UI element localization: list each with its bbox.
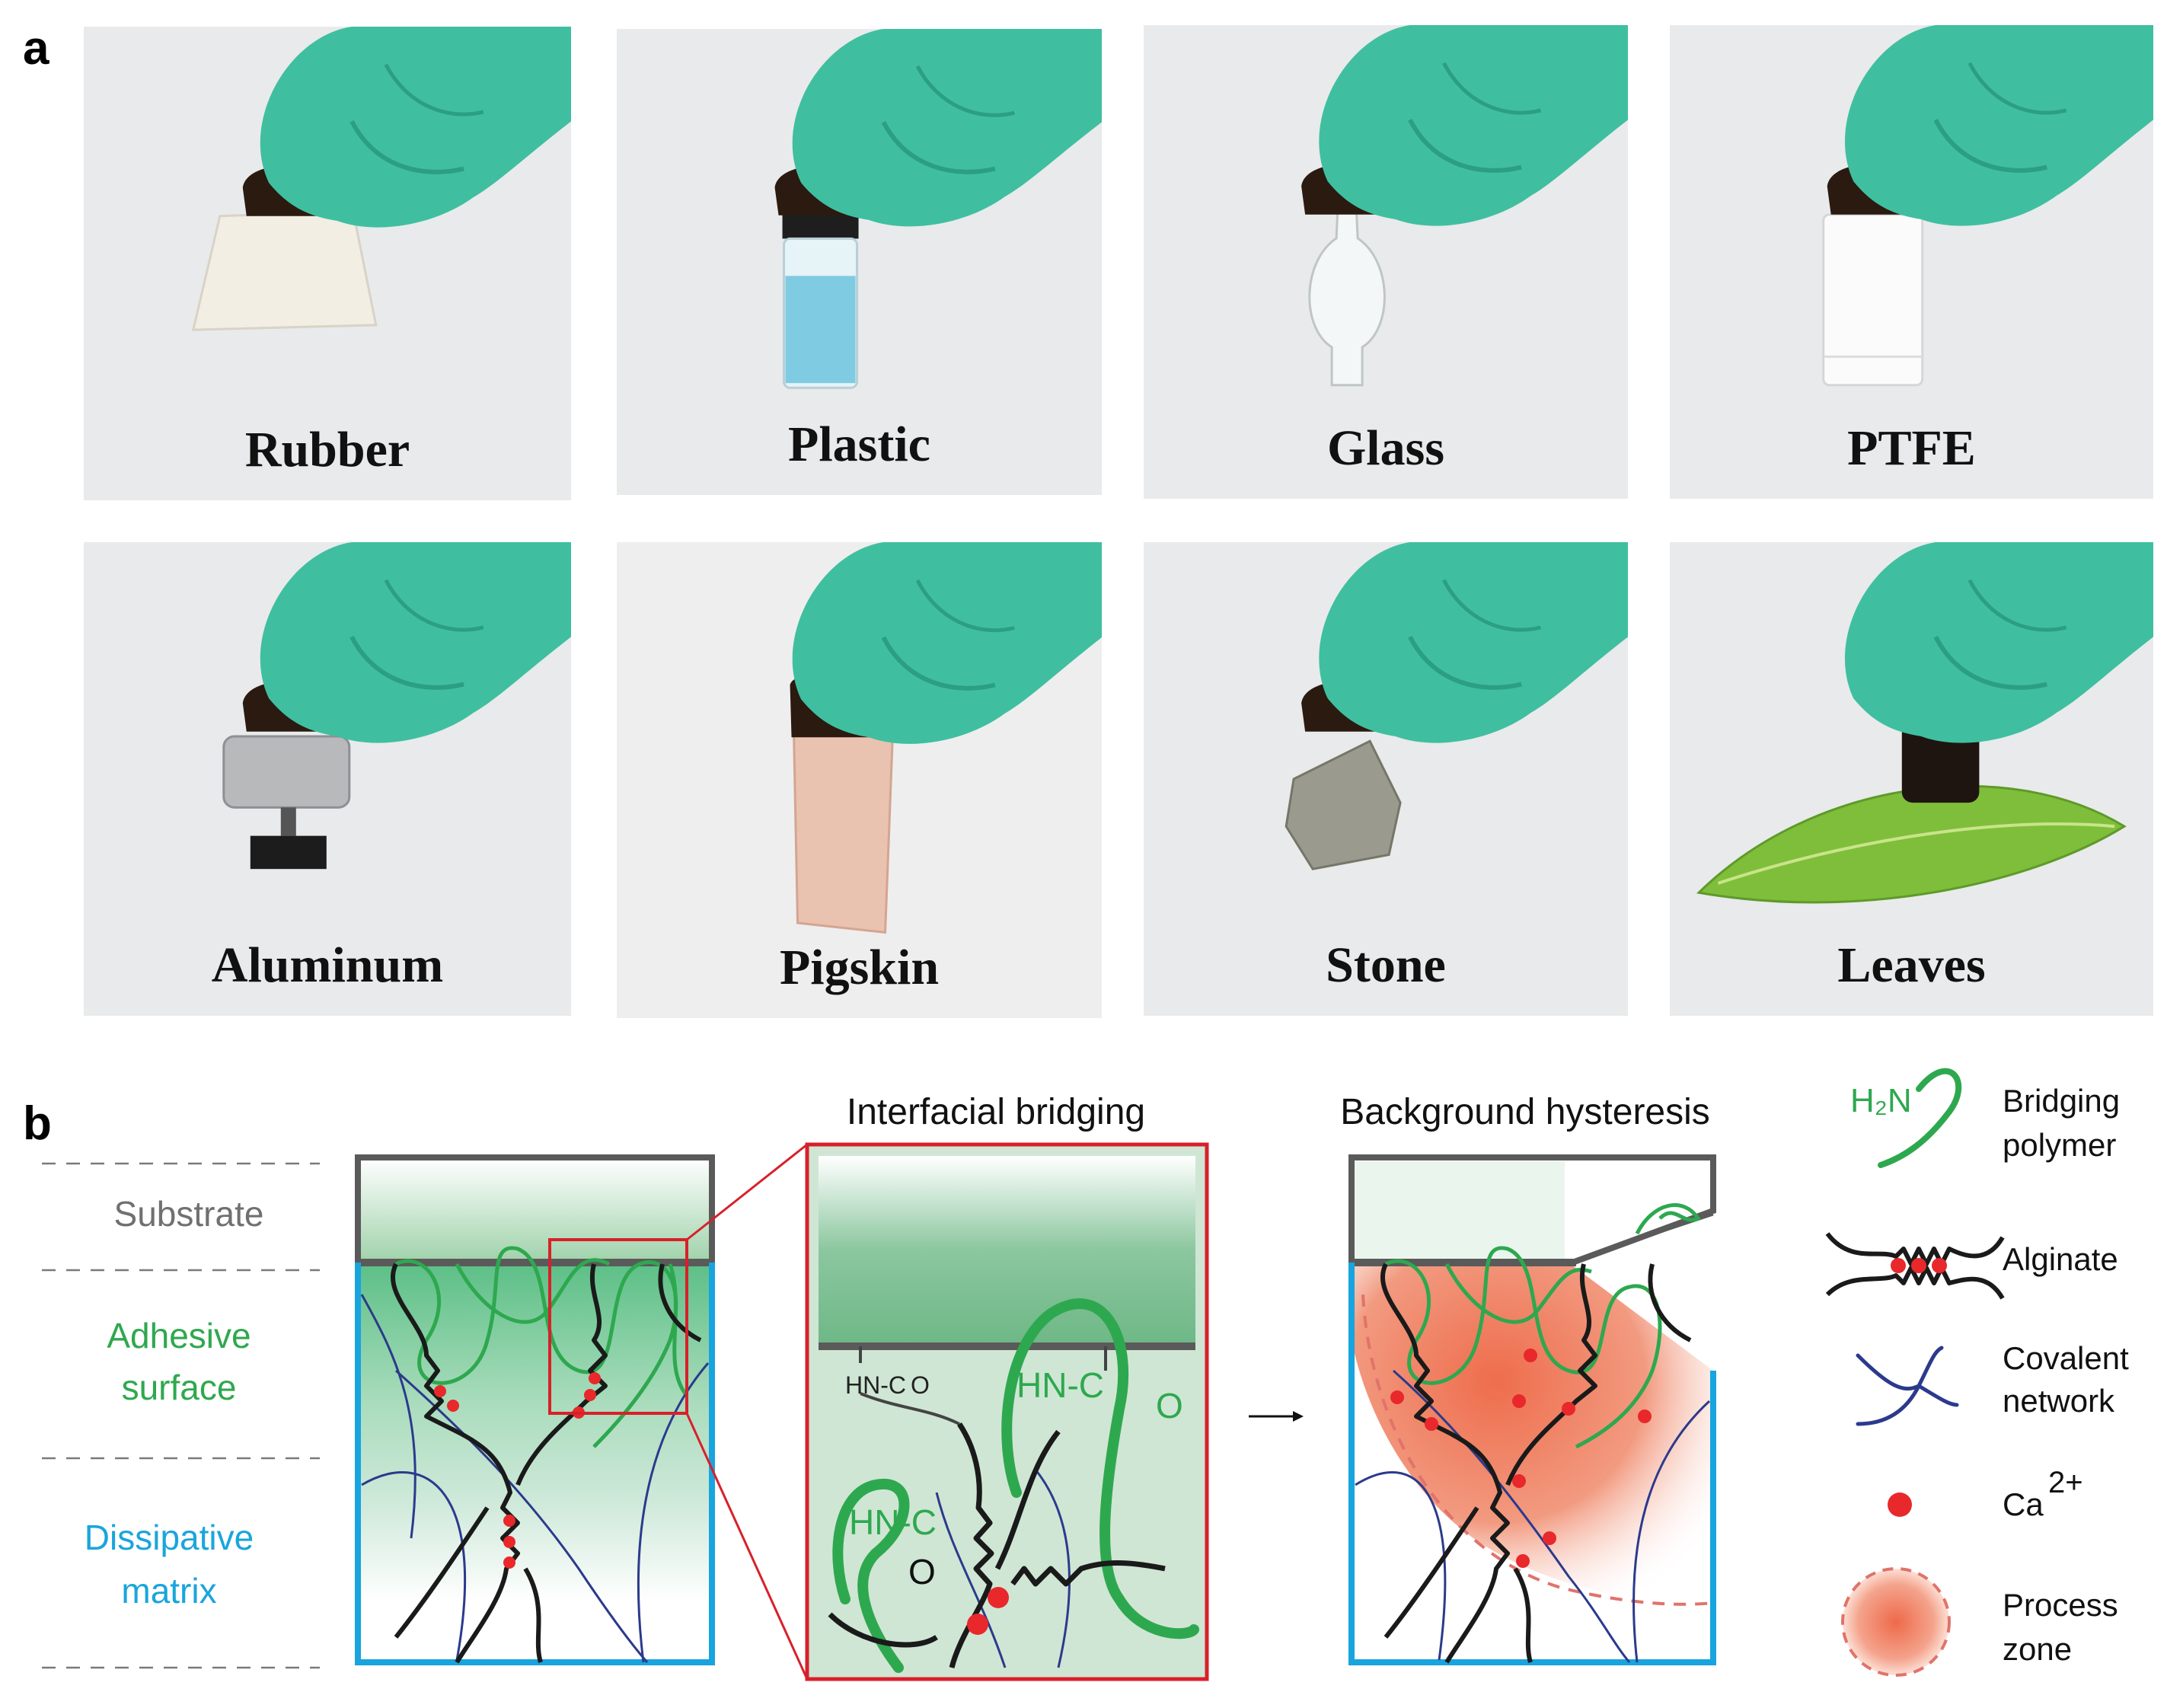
- zoom-covalent-network: [935, 1469, 1071, 1668]
- zoom-selector: [548, 1238, 688, 1415]
- interface-box: [355, 1154, 715, 1665]
- legend-covalent-network: Covalent network: [1856, 1340, 2129, 1426]
- photo-caption: Stone: [1326, 937, 1446, 993]
- adhesive-label-line1: Adhesive: [107, 1316, 251, 1355]
- dissipative-label-line1: Dissipative: [85, 1518, 254, 1557]
- zoom-substrate: [819, 1156, 1195, 1342]
- zoom-surface-chains: [859, 1346, 1107, 1425]
- panel-b-label: b: [23, 1097, 52, 1150]
- glass-flask-illustration: [1301, 25, 1628, 387]
- zoom-alginate-chains: [828, 1422, 1166, 1668]
- photo-ptfe: PTFE: [1670, 25, 2153, 499]
- legend-process-zone: Process zone: [1841, 1567, 2118, 1677]
- photo-glass: Glass: [1144, 25, 1628, 499]
- zoom-connectors: [685, 1143, 809, 1680]
- alginate-chains: [390, 1263, 702, 1664]
- substrate-block: [358, 1157, 712, 1263]
- bridging-polymer-strands: [394, 1246, 688, 1448]
- legend-calcium: Ca 2+: [1888, 1466, 2083, 1522]
- photo-stone: Stone: [1144, 542, 1628, 1016]
- hysteresis-substrate-fill: [1352, 1161, 1565, 1263]
- photo-leaves: Leaves: [1670, 542, 2153, 1016]
- legend-covalent-label-2: network: [2003, 1383, 2115, 1419]
- panel-a-label: a: [23, 22, 49, 75]
- mechanism-diagram: Substrate Adhesive surface Dissipative m…: [42, 1068, 2129, 1681]
- legend-process-label-2: zone: [2003, 1631, 2072, 1667]
- legend-bridging-polymer: H₂N Bridging polymer: [1850, 1068, 2120, 1168]
- ptfe-cylinder-illustration: [1822, 25, 2153, 387]
- dissipative-label-line2: matrix: [121, 1571, 216, 1611]
- hysteresis-box: [1348, 1154, 1716, 1665]
- layer-separators: [42, 1162, 320, 1669]
- zoom-amide-2-o: O: [1156, 1386, 1183, 1425]
- legend-calcium-sup: 2+: [2048, 1466, 2083, 1499]
- plastic-vial-illustration: [774, 29, 1102, 389]
- legend-bridging-label-1: Bridging: [2003, 1083, 2120, 1119]
- substrate-frame: [355, 1154, 715, 1263]
- photo-caption: Pigskin: [779, 940, 940, 995]
- rubber-stopper-illustration: [191, 27, 571, 331]
- legend-process-label-1: Process: [2003, 1587, 2118, 1623]
- zoom-amide-3-o: O: [908, 1552, 936, 1591]
- pigskin-piece-illustration: [790, 542, 1102, 934]
- hysteresis-title: Background hysteresis: [1340, 1092, 1710, 1132]
- adhesive-label-line2: surface: [122, 1368, 237, 1407]
- photo-caption: Glass: [1326, 420, 1445, 476]
- transition-arrow: [1249, 1411, 1304, 1422]
- zoom-amide-2: HN-C: [1016, 1365, 1104, 1405]
- process-zone: [1352, 1263, 1713, 1604]
- matrix-frame: [355, 1263, 715, 1665]
- calcium-ions: [434, 1372, 601, 1569]
- substrate-label: Substrate: [114, 1194, 264, 1234]
- leaf-illustration: [1696, 542, 2153, 904]
- zoom-amide-3: HN-C: [849, 1502, 937, 1542]
- photo-aluminum: Aluminum: [84, 542, 571, 1016]
- photo-caption: Leaves: [1837, 937, 1986, 993]
- legend: H₂N Bridging polymer Alginate Covalent n…: [1825, 1068, 2129, 1677]
- photo-caption: PTFE: [1847, 420, 1976, 476]
- zoom-calcium-ions: [967, 1587, 1009, 1635]
- legend-covalent-label-1: Covalent: [2003, 1340, 2129, 1376]
- legend-bridging-label-2: polymer: [2003, 1127, 2116, 1163]
- photo-caption: Plastic: [788, 417, 930, 472]
- photo-caption: Aluminum: [211, 937, 444, 993]
- peeled-substrate-edge: [1568, 1213, 1714, 1264]
- photo-caption: Rubber: [244, 422, 410, 477]
- legend-alginate: Alginate: [1825, 1232, 2118, 1300]
- covalent-network: [360, 1294, 710, 1663]
- zoom-bridging-polymer: [832, 1298, 1199, 1673]
- legend-calcium-label: Ca: [2003, 1486, 2044, 1522]
- photo-plastic: Plastic: [617, 29, 1102, 495]
- hysteresis-substrate-frame: [1348, 1154, 1716, 1266]
- legend-alginate-label: Alginate: [2003, 1241, 2118, 1277]
- photo-rubber: Rubber: [84, 27, 571, 500]
- photo-pigskin: Pigskin: [617, 542, 1102, 1018]
- aluminum-part-illustration: [222, 542, 571, 870]
- bridging-title: Interfacial bridging: [847, 1092, 1145, 1132]
- legend-amine: H₂N: [1850, 1082, 1912, 1119]
- stone-illustration: [1285, 542, 1628, 870]
